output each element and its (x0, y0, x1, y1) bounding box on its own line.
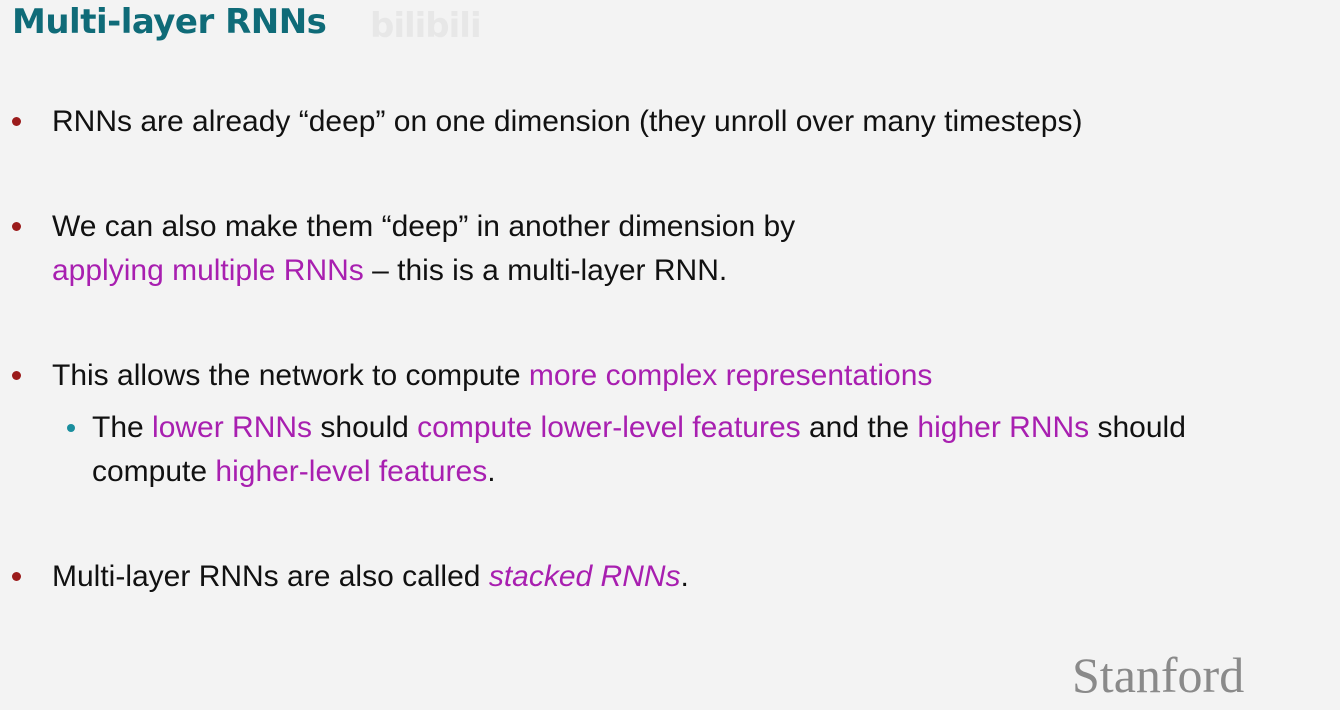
bullet-text-line2: applying multiple RNNs – this is a multi… (52, 249, 727, 293)
highlight-text: compute lower-level features (417, 411, 801, 444)
highlight-text: applying multiple RNNs (52, 254, 364, 287)
highlight-text: lower RNNs (152, 411, 313, 444)
sub-bullet-text: The lower RNNs should compute lower-leve… (92, 406, 1186, 450)
highlight-italic-text: stacked RNNs (488, 560, 681, 593)
plain-text: – this is a multi-layer RNN. (363, 254, 728, 287)
sub-bullet-dot-icon (67, 424, 75, 432)
bullet-text: We can also make them “deep” in another … (52, 210, 796, 243)
bullet-dot-icon (12, 572, 21, 581)
plain-text: . (680, 560, 689, 593)
bullet-text: This allows the network to compute more … (52, 354, 932, 398)
slide-title: Multi-layer RNNs (12, 2, 327, 42)
highlight-text: higher-level features (215, 455, 488, 488)
plain-text: and the (800, 411, 918, 444)
bullet-text: Multi-layer RNNs are also called stacked… (52, 555, 689, 599)
bullet-dot-icon (12, 371, 21, 380)
bullet-text: RNNs are already “deep” on one dimension… (52, 105, 1083, 138)
plain-text: Multi-layer RNNs are also called (52, 560, 489, 593)
bullet-dot-icon (12, 222, 21, 231)
stanford-logo: Stanford (1072, 647, 1245, 703)
plain-text: should (1089, 411, 1186, 444)
plain-text: . (487, 455, 496, 488)
highlight-text: higher RNNs (917, 411, 1090, 444)
sub-bullet-text-line2: compute higher-level features. (92, 450, 496, 494)
highlight-text: more complex representations (528, 359, 933, 392)
plain-text: should (312, 411, 418, 444)
plain-text: compute (92, 455, 216, 488)
bullet-dot-icon (12, 117, 21, 126)
bilibili-watermark: bilibili (370, 6, 482, 46)
plain-text: This allows the network to compute (52, 359, 529, 392)
plain-text: The (92, 411, 153, 444)
